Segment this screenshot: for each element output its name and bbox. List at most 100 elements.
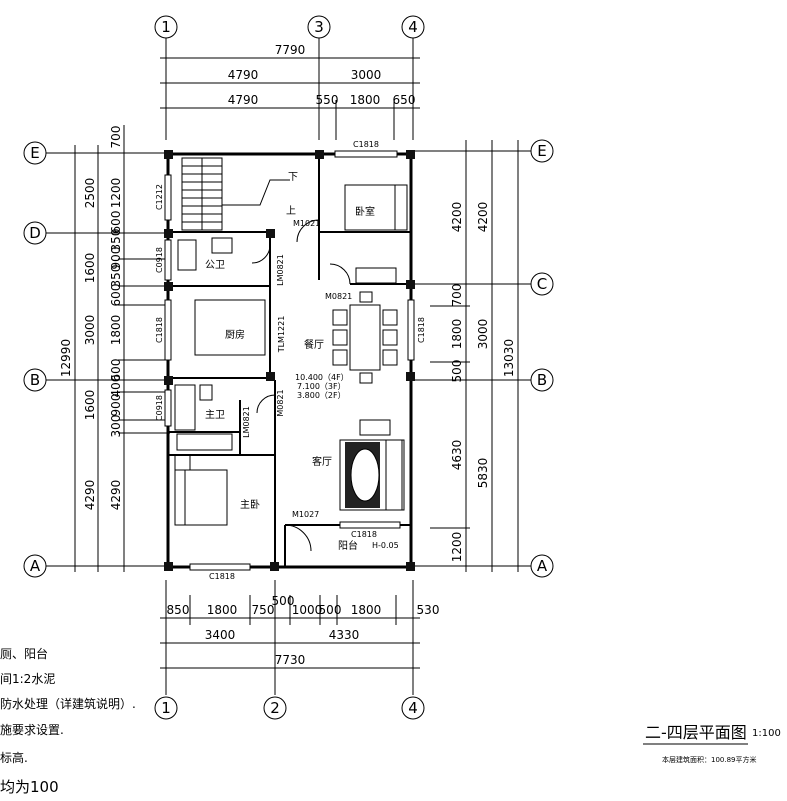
room-label-dining: 餐厅 — [304, 338, 324, 351]
window-label-c0918-b: C0918 — [155, 395, 164, 421]
note-line-4: 施要求设置. — [0, 723, 64, 737]
room-label-master-bed: 主卧 — [240, 498, 260, 511]
axis-label-right-B: B — [537, 371, 547, 389]
window-label-c0918-a: C0918 — [155, 247, 164, 273]
door-label-m0821-a: M0821 — [325, 292, 352, 301]
dim-right-mid-1: 3000 — [476, 319, 490, 350]
dim-top-row3-a: 4790 — [228, 93, 259, 107]
dim-right-overall: 13030 — [502, 339, 516, 377]
dim-right-in-3: 500 — [450, 360, 464, 383]
dim-right-in-2: 1800 — [450, 319, 464, 350]
dim-right-mid-0: 4200 — [476, 202, 490, 233]
axis-label-bottom-1: 1 — [161, 699, 171, 717]
dim-bottom-r1-4: 1000 — [292, 603, 323, 617]
room-label-bedroom: 卧室 — [355, 205, 375, 218]
axis-label-bottom-2: 2 — [270, 699, 280, 717]
note-line-6: 均为100 — [0, 778, 59, 796]
axis-label-left-D: D — [29, 224, 41, 242]
dim-bottom-overall: 7730 — [275, 653, 306, 667]
dim-top-row3-d: 650 — [393, 93, 416, 107]
note-line-5: 标高. — [0, 750, 28, 765]
axis-label-right-E: E — [537, 142, 546, 160]
dim-left-in-8: 600 — [109, 359, 123, 382]
elevation-3f: 7.100（3F） — [297, 382, 346, 391]
door-label-m1027: M1027 — [292, 510, 319, 519]
window-label-c1818-bottom: C1818 — [209, 572, 235, 581]
dim-right-in-5: 1200 — [450, 532, 464, 563]
dim-left-in-2: 600 — [109, 211, 123, 234]
elevation-2f: 3.800（2F） — [297, 391, 346, 400]
dim-left-in-12: 4290 — [109, 480, 123, 511]
dim-bottom-r1-0: 850 — [167, 603, 190, 617]
living-room-rug — [345, 442, 380, 508]
dim-left-in-1: 1200 — [109, 178, 123, 209]
dim-left-in-10: 900 — [109, 394, 123, 417]
axis-label-left-E: E — [30, 144, 39, 162]
dim-top-row2-a: 4790 — [228, 68, 259, 82]
dim-left-in-6: 600 — [109, 284, 123, 307]
dim-left-in-3: 350 — [109, 229, 123, 252]
axis-label-top-1: 1 — [161, 18, 171, 36]
elevation-4f: 10.400（4F） — [295, 373, 349, 382]
windows — [164, 150, 415, 571]
dim-top-overall: 7790 — [275, 43, 306, 57]
axis-label-left-A: A — [30, 557, 41, 575]
dim-left-in-9: 400 — [109, 375, 123, 398]
door-label-tlm1221: TLM1221 — [277, 316, 286, 354]
right-axis-bubbles — [410, 139, 554, 578]
dim-bottom-r1-2: 750 — [252, 603, 275, 617]
room-label-master-wc: 主卫 — [205, 409, 225, 421]
axis-label-top-3: 3 — [314, 18, 324, 36]
balcony-level-label: H-0.05 — [372, 541, 399, 550]
door-label-lm0821-b: LM0821 — [242, 406, 251, 438]
furniture — [174, 184, 408, 526]
dim-bottom-r2-1: 4330 — [329, 628, 360, 642]
dim-left-mid-2: 3000 — [83, 315, 97, 346]
dim-right-in-4: 4630 — [450, 440, 464, 471]
room-label-living: 客厅 — [312, 455, 332, 468]
stair-up-label: 上 — [286, 205, 296, 217]
axis-label-right-C: C — [537, 275, 547, 293]
dim-left-in-4: 900 — [109, 247, 123, 270]
bottom-dimension-lines — [160, 580, 420, 695]
dim-left-overall: 12990 — [59, 339, 73, 377]
dim-right-mid-2: 5830 — [476, 458, 490, 489]
dim-left-mid-4: 4290 — [83, 480, 97, 511]
drawing-title: 二-四层平面图 — [645, 723, 747, 742]
dim-top-row3-c: 1800 — [350, 93, 381, 107]
dim-left-in-5: 350 — [109, 265, 123, 288]
dim-top-row3-b: 550 — [316, 93, 339, 107]
window-label-c1212: C1212 — [155, 184, 164, 210]
top-axis-bubbles — [154, 15, 425, 140]
left-axis-bubbles — [23, 141, 170, 578]
room-label-kitchen: 厨房 — [225, 328, 245, 341]
dim-left-in-11: 300 — [109, 415, 123, 438]
door-label-lm0821-a: LM0821 — [276, 254, 285, 286]
dim-bottom-r1-1: 1800 — [207, 603, 238, 617]
room-label-public-wc: 公卫 — [205, 260, 225, 271]
dim-right-in-1: 700 — [450, 284, 464, 307]
dim-bottom-r1-3: 500 — [272, 594, 295, 608]
window-label-c1818-balcony: C1818 — [351, 530, 377, 539]
door-label-m0821-b: M0821 — [276, 389, 285, 416]
window-label-c1818-right: C1818 — [417, 317, 426, 343]
note-line-2: 间1:2水泥 — [0, 672, 55, 686]
door-swings — [251, 219, 351, 552]
axis-label-left-B: B — [30, 371, 40, 389]
dim-left-mid-1: 1600 — [83, 253, 97, 284]
note-line-3: 防水处理（详建筑说明）. — [0, 696, 136, 711]
drawing-scale: 1:100 — [752, 728, 781, 739]
floor-area-note: 本层建筑面积：100.89平方米 — [662, 755, 757, 764]
dim-bottom-r1-6: 1800 — [351, 603, 382, 617]
dim-bottom-r1-5: 500 — [319, 603, 342, 617]
staircase — [181, 157, 290, 231]
top-dimension-lines — [160, 57, 420, 140]
axis-label-right-A: A — [537, 557, 548, 575]
axis-label-top-4: 4 — [408, 18, 418, 36]
dim-bottom-r1-7: 530 — [417, 603, 440, 617]
bottom-axis-bubbles — [154, 696, 425, 720]
dim-left-mid-3: 1600 — [83, 390, 97, 421]
room-label-balcony: 阳台 — [338, 539, 358, 552]
